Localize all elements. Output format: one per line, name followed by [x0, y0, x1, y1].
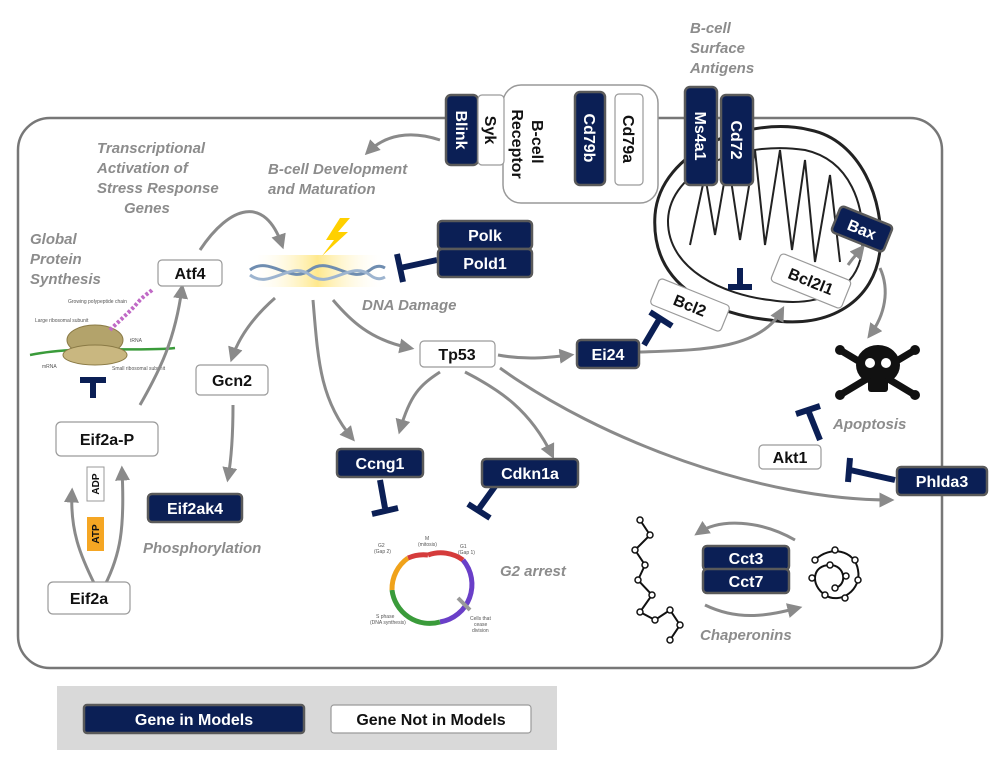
cc-cease-2: cease	[474, 622, 488, 628]
gene-box-syk	[477, 94, 505, 166]
label-apoptosis: Apoptosis	[832, 416, 906, 433]
gene-box-tp53	[419, 340, 496, 368]
activation-arrows	[63, 133, 895, 618]
gene-box-akt1	[758, 444, 822, 470]
cc-s: S phase	[376, 614, 395, 620]
gene-box-cct7	[701, 567, 791, 595]
gene-box-bcl2l1	[770, 253, 852, 309]
gene-label-atf4: Atf4	[174, 266, 205, 283]
gene-box-ei24	[575, 338, 641, 370]
folded-protein-image	[808, 546, 862, 602]
gene-label-tp53: Tp53	[438, 347, 475, 364]
svg-text:S phase: S phase	[376, 614, 395, 620]
label-dna-damage: DNA Damage	[362, 297, 456, 314]
gene-box-eif2a	[47, 581, 131, 615]
gene-label-cct7: Cct7	[729, 574, 764, 591]
legend-label-in-models: Gene in Models	[135, 712, 253, 729]
gene-label-cdkn1a: Cdkn1a	[501, 466, 559, 483]
svg-text:division: division	[472, 628, 489, 634]
gene-box-bax	[830, 205, 894, 253]
label-bcell-development: B-cell Development and Maturation	[268, 161, 411, 198]
gene-label-ei24: Ei24	[592, 347, 625, 364]
cell-cycle-image: M (mitosis) G1 (Gap 1) G2 (Gap 2) S phas…	[370, 536, 491, 634]
gene-label-cd79a: Cd79a	[619, 115, 636, 163]
legend-label-not-in-models: Gene Not in Models	[356, 712, 505, 729]
cc-s-sub: (DNA synthesis)	[370, 620, 406, 626]
gene-label-ms4a1: Ms4a1	[691, 112, 708, 161]
gene-label-eif2ak4: Eif2ak4	[167, 501, 223, 518]
gene-label-phlda3: Phlda3	[916, 474, 969, 491]
ribosome-label-chain: Growing polypeptide chain	[68, 299, 127, 305]
legend-swatch-not-in-models	[330, 704, 532, 734]
gene-label-pold1: Pold1	[463, 256, 507, 273]
cc-cease-3: division	[472, 628, 489, 634]
gene-label-eif2a: Eif2a	[70, 591, 108, 608]
cc-g2: G2	[378, 543, 385, 549]
svg-text:G2: G2	[378, 543, 385, 549]
atp-label: ATP	[91, 524, 102, 544]
svg-text:(Gap 1): (Gap 1)	[458, 550, 475, 556]
gene-label-cct3: Cct3	[729, 551, 764, 568]
cc-m: M	[425, 536, 429, 542]
svg-text:cease: cease	[474, 622, 488, 628]
inhibition-arrows	[80, 253, 896, 521]
lightning-icon	[322, 218, 350, 256]
gene-label-ccng1: Ccng1	[356, 456, 405, 473]
cc-m-sub: (mitosis)	[418, 542, 437, 548]
cc-g1: G1	[460, 544, 467, 550]
gene-box-phlda3	[895, 465, 989, 497]
label-bcell-surface-antigens: B-cell Surface Antigens	[689, 20, 754, 77]
label-chaperonins: Chaperonins	[700, 627, 792, 644]
gene-label-akt1: Akt1	[773, 450, 808, 467]
gene-box-ccng1	[335, 447, 425, 479]
svg-text:M: M	[425, 536, 429, 542]
svg-text:G1: G1	[460, 544, 467, 550]
gene-label-cd72: Cd72	[727, 120, 744, 159]
atp-badge	[87, 517, 104, 551]
svg-text:Cells that: Cells that	[470, 616, 491, 622]
gene-label-gcn2: Gcn2	[212, 373, 252, 390]
gene-box-atf4	[157, 259, 223, 287]
gene-box-cdkn1a	[480, 457, 580, 489]
svg-text:(Gap 2): (Gap 2)	[374, 549, 391, 555]
legend-swatch-in-models	[82, 703, 306, 735]
gene-box-bcl2	[650, 278, 730, 332]
adp-label: ADP	[91, 473, 102, 494]
gene-label-blink: Blink	[452, 110, 469, 149]
gene-box-eif2a-p	[55, 421, 159, 457]
label-transcriptional-activation: Transcriptional Activation of Stress Res…	[96, 140, 223, 217]
ribosome-image: Growing polypeptide chain Large ribosoma…	[29, 288, 176, 372]
ribosome-label-large: Large ribosomal subunit	[35, 318, 89, 324]
gene-box-cd79b	[573, 90, 607, 187]
gene-box-pold1	[436, 247, 534, 279]
ribosome-label-trna: tRNA	[130, 338, 143, 344]
svg-text:(DNA synthesis): (DNA synthesis)	[370, 620, 406, 626]
gene-box-eif2ak4	[146, 492, 244, 524]
unfolded-protein-image	[631, 516, 684, 644]
gene-box-gcn2	[195, 364, 269, 396]
gene-label-cd79b: Cd79b	[580, 114, 597, 163]
bcell-receptor-label: B-cell Receptor	[508, 109, 545, 178]
gene-box-cd79a	[614, 93, 644, 186]
svg-text:(mitosis): (mitosis)	[418, 542, 437, 548]
label-global-protein-synthesis: Global Protein Synthesis	[30, 231, 101, 288]
cc-cease-1: Cells that	[470, 616, 491, 622]
gene-bax: Bax	[830, 205, 894, 253]
gene-box-cd72	[719, 93, 755, 187]
gene-box-ms4a1	[683, 85, 719, 187]
skull-crossbones-icon	[835, 345, 920, 400]
ribosome-label-mrna: mRNA	[42, 364, 57, 370]
cc-g2-sub: (Gap 2)	[374, 549, 391, 555]
dna-helix-image	[249, 255, 386, 287]
adp-badge	[86, 466, 105, 502]
label-g2-arrest: G2 arrest	[500, 563, 567, 580]
gene-label-syk: Syk	[481, 116, 498, 145]
cc-g1-sub: (Gap 1)	[458, 550, 475, 556]
label-phosphorylation: Phosphorylation	[143, 540, 261, 557]
ribosome-label-small: Small ribosomal subunit	[112, 366, 166, 372]
gene-label-polk: Polk	[468, 228, 502, 245]
gene-label-eif2a-p: Eif2a-P	[80, 432, 135, 449]
